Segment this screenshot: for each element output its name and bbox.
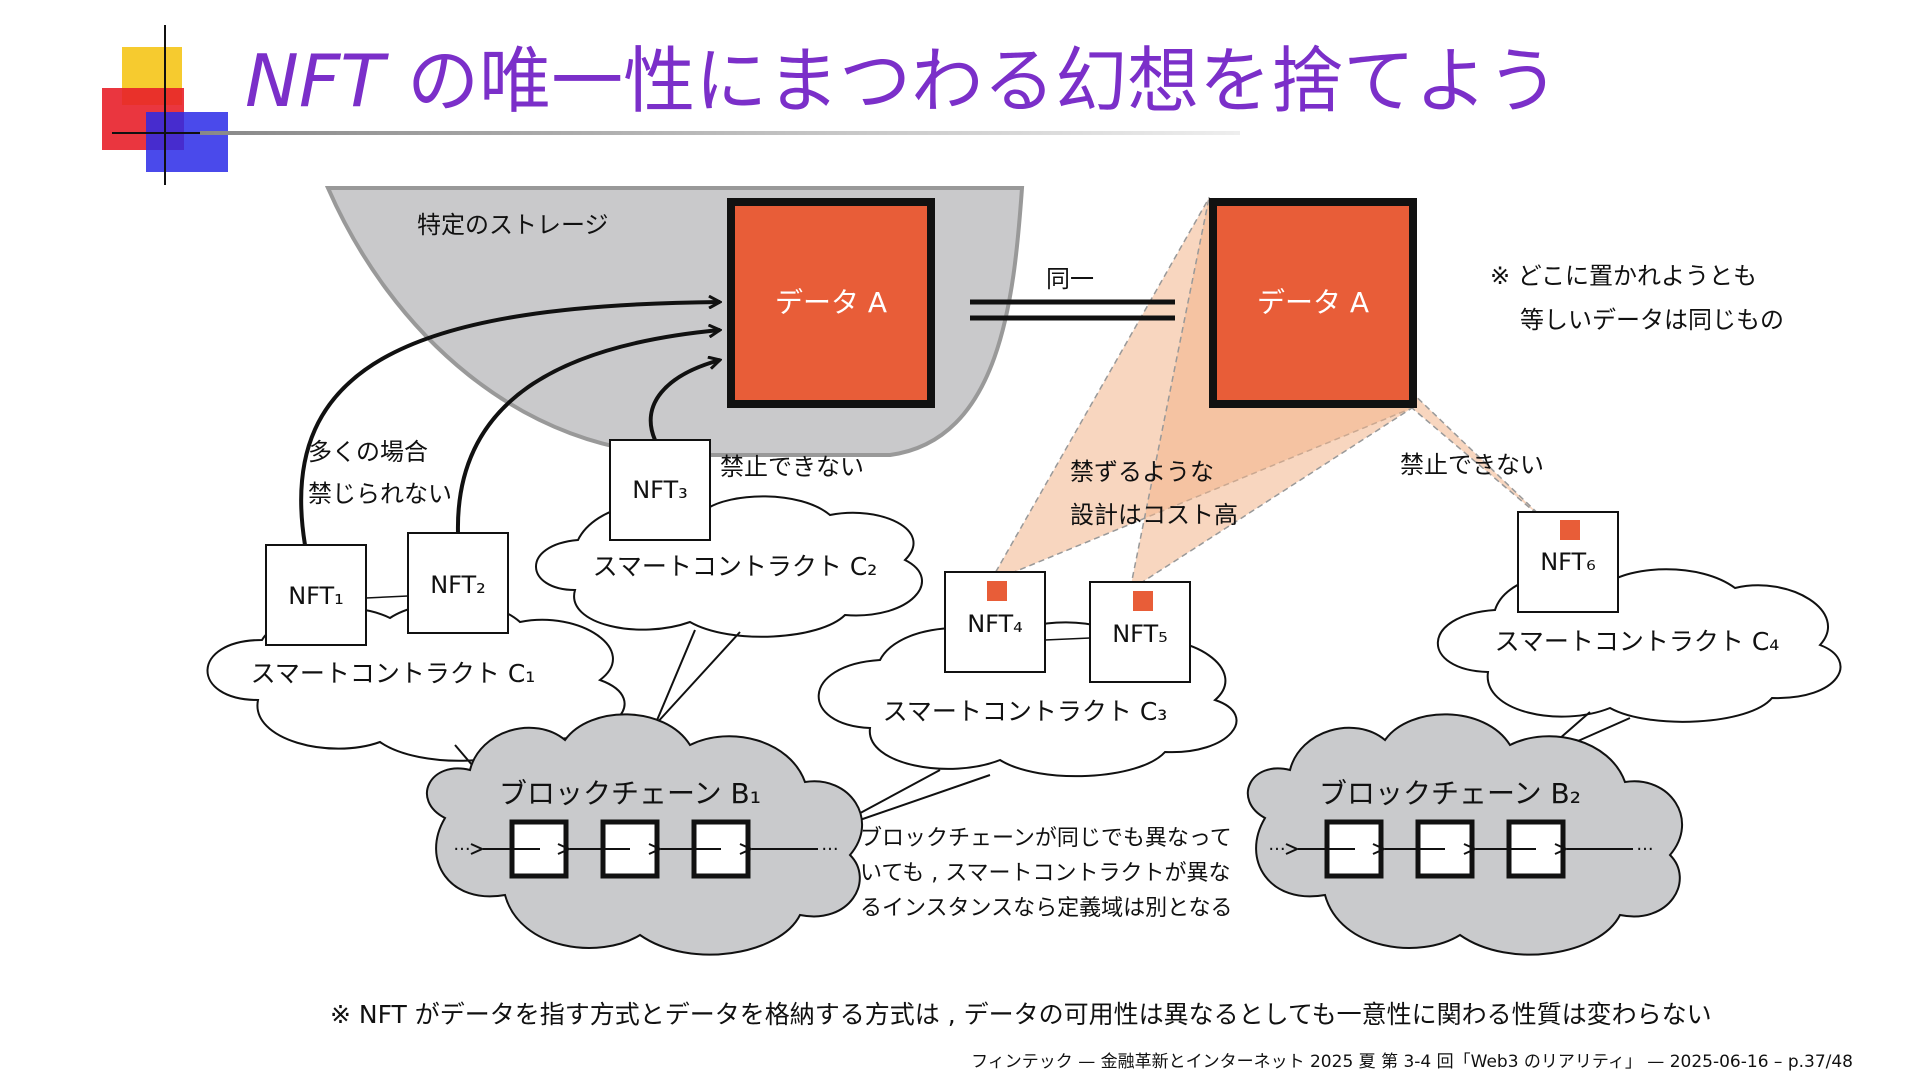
slide-footer: フィンテック — 金融革新とインターネット 2025 夏 第 3-4 回「Web… [971,1052,1853,1072]
contract-c2-label: スマートコントラクト C₂ [593,552,878,581]
bottom-note: ※ NFT がデータを指す方式とデータを格納する方式は , データの可用性は異な… [330,1000,1712,1029]
anywhere-note-line2: 等しいデータは同じもの [1520,306,1784,334]
title-rule [200,131,1240,135]
c2-tail [654,629,741,726]
cannot-ban-c2: 禁止できない [720,453,864,481]
instance-note-line1: ブロックチェーンが同じでも異なって [860,826,1232,851]
contract-c1-label: スマートコントラクト C₁ [251,659,536,688]
blockchain-b1-label: ブロックチェーン B₁ [499,777,761,810]
equality-lines [970,299,1175,321]
costly-design-line1: 禁ずるような [1070,458,1214,486]
nft1-label: NFT₁ [288,582,344,610]
nft4-nft5-link [1044,637,1091,641]
blockchain-b2-chain: ··· ··· [1268,819,1654,879]
nft3-box [609,439,711,541]
nft3-label: NFT₃ [632,476,688,504]
nft1-to-data-arrow [299,302,720,546]
often-not-banned-line2: 禁じられない [308,480,452,508]
page-title: NFT の唯一性にまつわる幻想を捨てよう [245,39,1559,123]
b2-ellipsis-right: ··· [1636,839,1653,860]
nft2-to-data-arrow [455,330,720,534]
nft4-label: NFT₄ [967,610,1023,638]
blockchain-b2-label: ブロックチェーン B₂ [1319,777,1581,810]
nft1-box [265,544,367,646]
nft2-label: NFT₂ [430,571,486,599]
storage-label: 特定のストレージ [417,211,609,239]
instance-note-line2: いても , スマートコントラクトが異な [860,861,1231,886]
nft5-data-marker [1133,591,1153,611]
cannot-ban-c4: 禁止できない [1400,451,1544,479]
nft2-box [407,532,509,634]
often-not-banned-line1: 多くの場合 [308,438,428,466]
nft1-nft2-link [365,595,409,599]
data-a-right-box [1209,198,1417,408]
nft5-label: NFT₅ [1112,620,1168,648]
nft6-label: NFT₆ [1540,548,1596,576]
nft6-data-marker [1560,520,1580,540]
same-label: 同一 [1046,265,1094,293]
page-title-nft: NFT [245,39,389,123]
contract-c4-label: スマートコントラクト C₄ [1495,627,1780,656]
b1-ellipsis-left: ··· [453,839,470,860]
costly-design-line2: 設計はコスト高 [1070,501,1238,529]
instance-note-line3: るインスタンスなら定義域は別となる [860,896,1232,921]
b1-ellipsis-right: ··· [821,839,838,860]
data-a-left-box [727,198,935,408]
nft3-to-data-arrow [648,360,720,441]
data-a-left-label: データ A [775,286,887,319]
anywhere-note-line1: ※ どこに置かれようとも [1490,262,1757,290]
blockchain-b1-chain: ··· ··· [453,819,839,879]
data-a-right-label: データ A [1257,286,1369,319]
nft4-data-marker [987,581,1007,601]
slide-logo [102,25,240,185]
page-title-rest: の唯一性にまつわる幻想を捨てよう [384,39,1559,123]
contract-c3-label: スマートコントラクト C₃ [883,697,1168,726]
b2-ellipsis-left: ··· [1268,839,1285,860]
